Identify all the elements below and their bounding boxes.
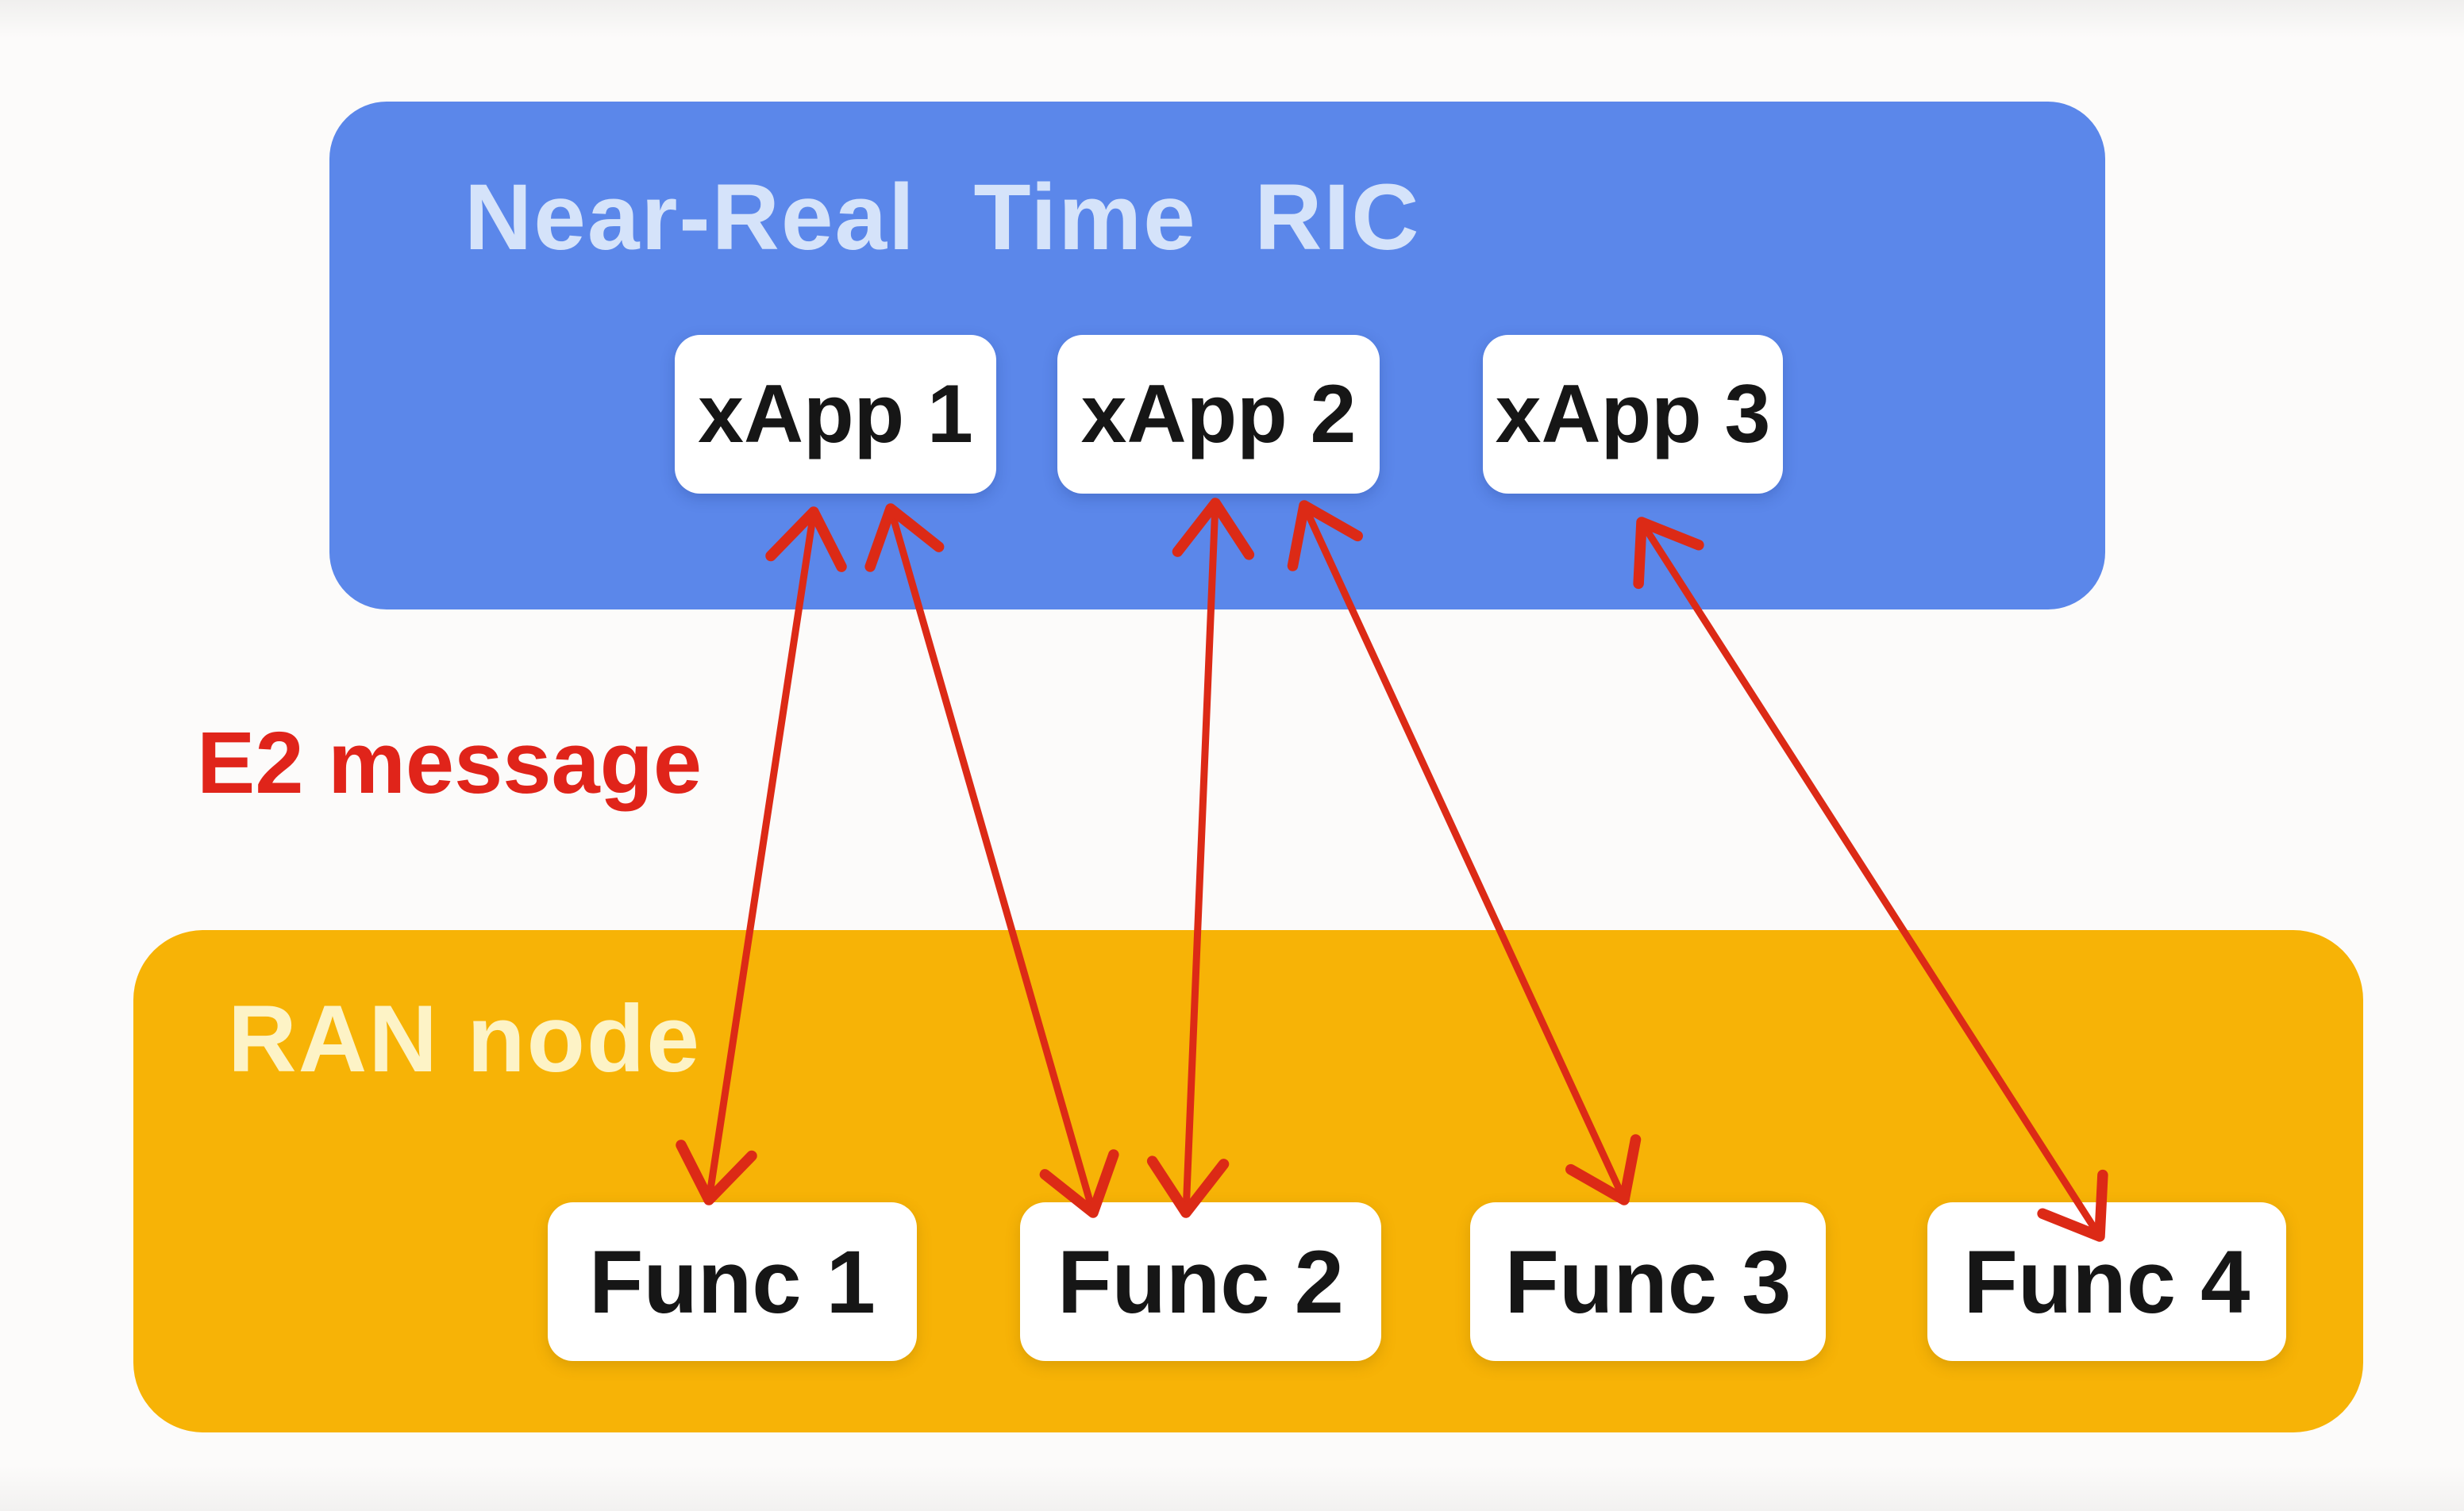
func-1-box: Func 1 <box>548 1202 917 1361</box>
ran-node-box: RAN node Func 1 Func 2 Func 3 Func 4 <box>133 930 2363 1432</box>
func-3-label: Func 3 <box>1504 1232 1792 1332</box>
xapp-2-box: xApp 2 <box>1057 335 1380 494</box>
func-2-box: Func 2 <box>1020 1202 1381 1361</box>
ran-node-title: RAN node <box>228 986 701 1092</box>
func-4-box: Func 4 <box>1927 1202 2286 1361</box>
func-3-box: Func 3 <box>1470 1202 1826 1361</box>
e2-message-label: E2 message <box>197 714 702 812</box>
func-4-label: Func 4 <box>1963 1232 2250 1332</box>
near-rt-ric-title: Near-Real Time RIC <box>464 165 1421 270</box>
xapp-3-label: xApp 3 <box>1495 367 1771 460</box>
xapp-3-box: xApp 3 <box>1483 335 1783 494</box>
xapp-1-box: xApp 1 <box>675 335 996 494</box>
func-1-label: Func 1 <box>589 1232 876 1332</box>
func-2-label: Func 2 <box>1057 1232 1344 1332</box>
xapp-2-label: xApp 2 <box>1080 367 1357 460</box>
xapp-1-label: xApp 1 <box>698 367 973 460</box>
